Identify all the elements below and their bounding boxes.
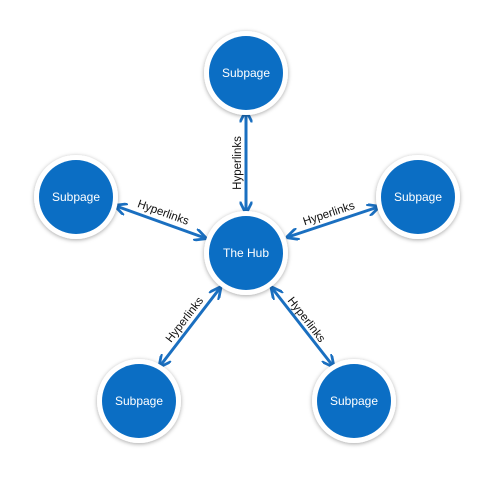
- subpage-label: Subpage: [222, 66, 270, 80]
- node-circle: [209, 36, 283, 110]
- subpage-label: Subpage: [52, 190, 100, 204]
- hyperlink-arrow-left: [116, 206, 205, 238]
- hyperlinks-label-bottom-left: Hyperlinks: [164, 295, 206, 345]
- node-subpage-left: Subpage: [34, 155, 118, 239]
- node-subpage-right: Subpage: [376, 155, 460, 239]
- hub-label: The Hub: [223, 246, 269, 260]
- subpage-label: Subpage: [330, 394, 378, 408]
- subpage-label: Subpage: [394, 190, 442, 204]
- hyperlink-arrow-bottom-right: [272, 288, 333, 366]
- node-circle: [381, 160, 455, 234]
- node-subpage-top: Subpage: [204, 31, 288, 115]
- hyperlink-arrow-bottom-left: [160, 288, 220, 366]
- edges: [116, 112, 378, 366]
- node-circle: [317, 364, 391, 438]
- node-subpage-bottom-right: Subpage: [312, 359, 396, 443]
- hyperlinks-label-top: Hyperlinks: [232, 136, 244, 190]
- node-hub: The Hub: [204, 211, 288, 295]
- hyperlink-arrow-right: [288, 207, 378, 237]
- node-circle: [102, 364, 176, 438]
- hyperlinks-label-bottom-right: Hyperlinks: [285, 295, 327, 345]
- node-subpage-bottom-left: Subpage: [97, 359, 181, 443]
- node-circle: [209, 216, 283, 290]
- subpage-label: Subpage: [115, 394, 163, 408]
- node-circle: [39, 160, 113, 234]
